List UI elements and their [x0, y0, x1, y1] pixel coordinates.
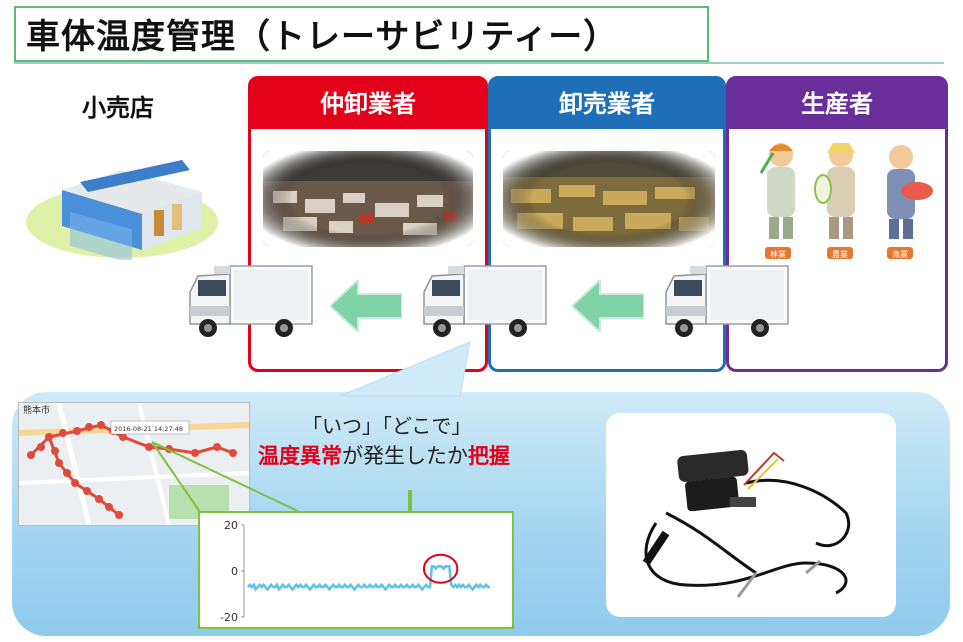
- detection-caption: 温度異常が発生したか把握: [258, 440, 510, 470]
- fishery-tag: 漁業: [892, 249, 908, 259]
- forestry-tag: 林業: [770, 249, 786, 259]
- map-place-label: 熊本市: [23, 404, 50, 416]
- y-tick-label: -20: [220, 611, 238, 624]
- series-line: [247, 565, 490, 592]
- y-tick-label: 0: [231, 565, 238, 578]
- truck-icon: [665, 265, 789, 338]
- page-title: 車体温度管理（トレーサビリティー）: [26, 17, 619, 57]
- truck-icon: [189, 265, 313, 338]
- producer-label: 生産者: [729, 79, 945, 129]
- flow-arrow-icon: [572, 280, 644, 332]
- occurred-text: が発生したか: [342, 444, 468, 468]
- temperature-anomaly-text: 温度異常: [258, 444, 342, 468]
- wholesale-market-photo: [503, 151, 715, 247]
- agriculture-tag: 農業: [832, 249, 848, 259]
- title-underline: [14, 62, 944, 64]
- producers-illustration: 林業 農業 漁業: [759, 143, 933, 259]
- flow-arrow-icon: [330, 280, 402, 332]
- truck-icon: [423, 265, 547, 338]
- temperature-chart: 20 0 -20: [220, 519, 490, 624]
- intermediate-market-photo: [263, 151, 473, 247]
- temperature-chart-panel: 20 0 -20: [198, 511, 514, 629]
- gps-route-map: 2016-08-21 14:27:48 熊本市: [18, 402, 250, 526]
- supermarket-illustration: Supermarket: [26, 139, 218, 260]
- map-popup-text: 2016-08-21 14:27:48: [114, 425, 183, 433]
- y-tick-label: 20: [224, 519, 238, 532]
- temperature-logger-photo: [606, 413, 896, 617]
- grasp-text: 把握: [468, 444, 510, 468]
- wholesaler-label: 卸売業者: [491, 79, 723, 129]
- intermediate-wholesaler-label: 仲卸業者: [251, 79, 485, 129]
- anomaly-highlight-circle: [422, 553, 459, 584]
- retail-store-label: 小売店: [82, 94, 154, 122]
- gps-device-illustration: [642, 449, 851, 598]
- when-where-text: 「いつ」「どこで」: [302, 414, 472, 438]
- callout-pointer: [339, 341, 471, 397]
- title-box: [14, 6, 709, 62]
